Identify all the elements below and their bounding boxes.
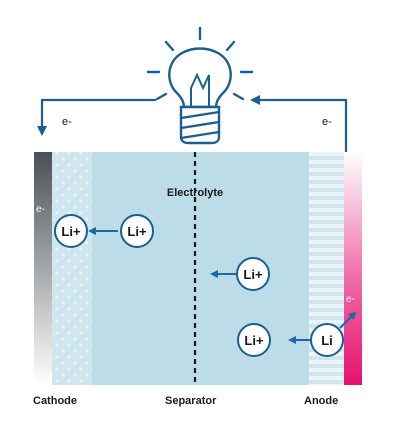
anode-label: Anode [304, 395, 339, 407]
battery-cell [34, 152, 362, 385]
li-ion-moving-2 [236, 257, 270, 291]
li-ion-moving-2-label: Li+ [243, 267, 263, 282]
wire-electron-right: e- [322, 116, 332, 128]
li-ion-cathode-label: Li+ [61, 224, 81, 239]
external-circuit [37, 95, 348, 152]
cathode-current-collector [34, 152, 52, 385]
wire-electron-left: e- [62, 116, 72, 128]
li-ion-moving-3-label: Li+ [244, 333, 264, 348]
wire-left [37, 98, 156, 136]
cathode-label: Cathode [33, 395, 77, 407]
li-ion-moving-3 [237, 323, 271, 357]
wire-right [250, 95, 348, 152]
cathode-electron-label: e- [36, 204, 45, 215]
li-ion-moving-1 [120, 214, 154, 248]
anode-current-collector [344, 152, 362, 385]
li-atom-anode [310, 323, 344, 357]
li-ion-cathode [54, 214, 88, 248]
electrolyte-label: Electrolyte [167, 187, 223, 199]
anode-electron-label: e- [346, 294, 355, 305]
li-ion-moving-1-label: Li+ [127, 224, 147, 239]
cathode-dots [52, 152, 92, 385]
ion-flow [54, 214, 357, 357]
separator-label: Separator [165, 395, 217, 407]
light-bulb-icon [146, 26, 254, 145]
li-atom-anode-label: Li [321, 333, 333, 348]
